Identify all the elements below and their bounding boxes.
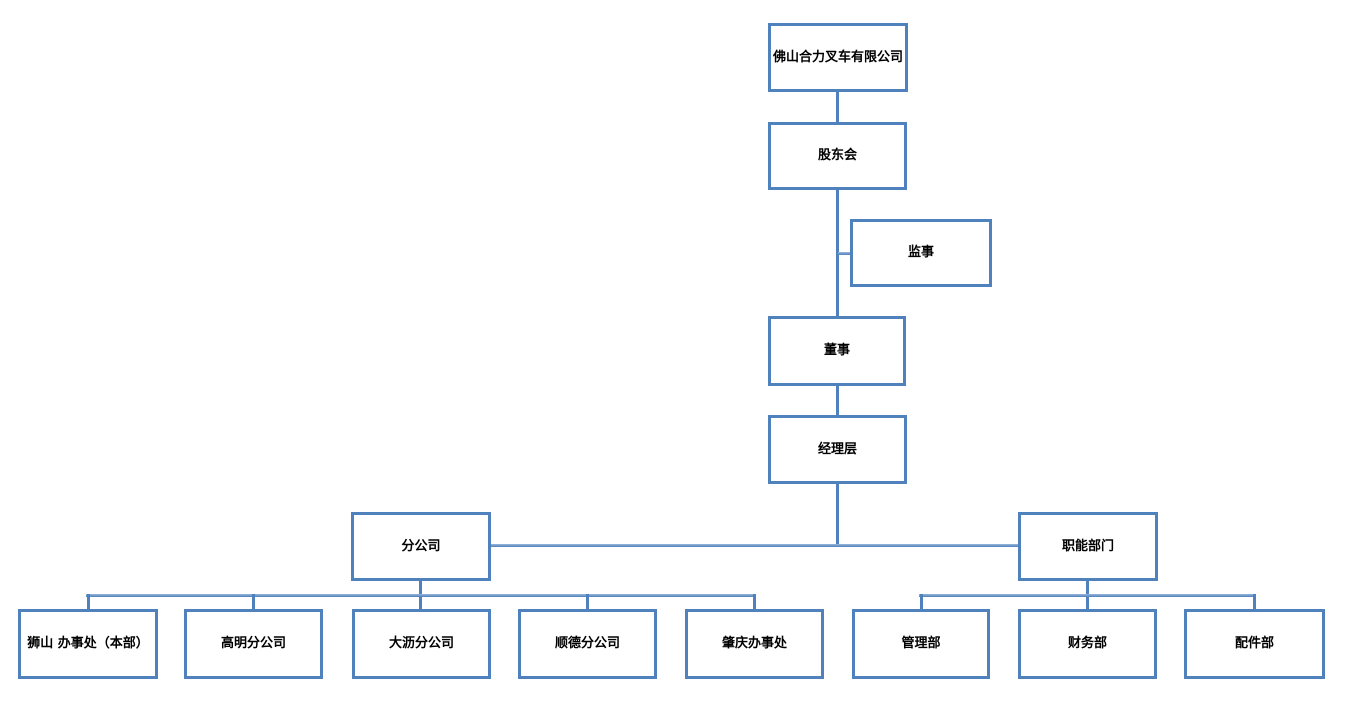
connector-stub-shishan bbox=[87, 594, 90, 610]
connector-stub-parts bbox=[1253, 594, 1256, 610]
connector-stub-zhaoqing bbox=[753, 594, 756, 610]
node-director: 董事 bbox=[768, 316, 906, 386]
connector-company-shareholders bbox=[836, 92, 839, 122]
node-shishan-office-hq: 狮山 办事处（本部） bbox=[18, 609, 158, 679]
connector-management-drop bbox=[836, 484, 839, 546]
connector-branches-bus bbox=[86, 594, 756, 597]
connector-stub-gaoming bbox=[252, 594, 255, 610]
node-zhaoqing-office: 肇庆办事处 bbox=[685, 609, 824, 679]
connector-mid-bus bbox=[489, 544, 1019, 547]
node-finance-department: 财务部 bbox=[1018, 609, 1157, 679]
node-management-layer: 经理层 bbox=[768, 415, 907, 484]
node-company: 佛山合力叉车有限公司 bbox=[768, 23, 908, 92]
node-shunde-branch: 顺德分公司 bbox=[518, 609, 657, 679]
node-dali-branch: 大沥分公司 bbox=[352, 609, 491, 679]
node-management-department: 管理部 bbox=[852, 609, 990, 679]
connector-shareholders-director bbox=[836, 190, 839, 316]
connector-stub-mgmt-dept bbox=[920, 594, 923, 610]
node-branch-companies: 分公司 bbox=[351, 512, 491, 581]
connector-functional-bus bbox=[919, 594, 1256, 597]
node-gaoming-branch: 高明分公司 bbox=[184, 609, 323, 679]
connector-director-management bbox=[836, 386, 839, 415]
node-shareholders-meeting: 股东会 bbox=[768, 122, 907, 190]
connector-stub-shunde bbox=[586, 594, 589, 610]
node-supervisor: 监事 bbox=[850, 219, 992, 287]
connector-supervisor bbox=[838, 252, 852, 255]
node-functional-departments: 职能部门 bbox=[1018, 512, 1158, 581]
node-parts-department: 配件部 bbox=[1184, 609, 1325, 679]
